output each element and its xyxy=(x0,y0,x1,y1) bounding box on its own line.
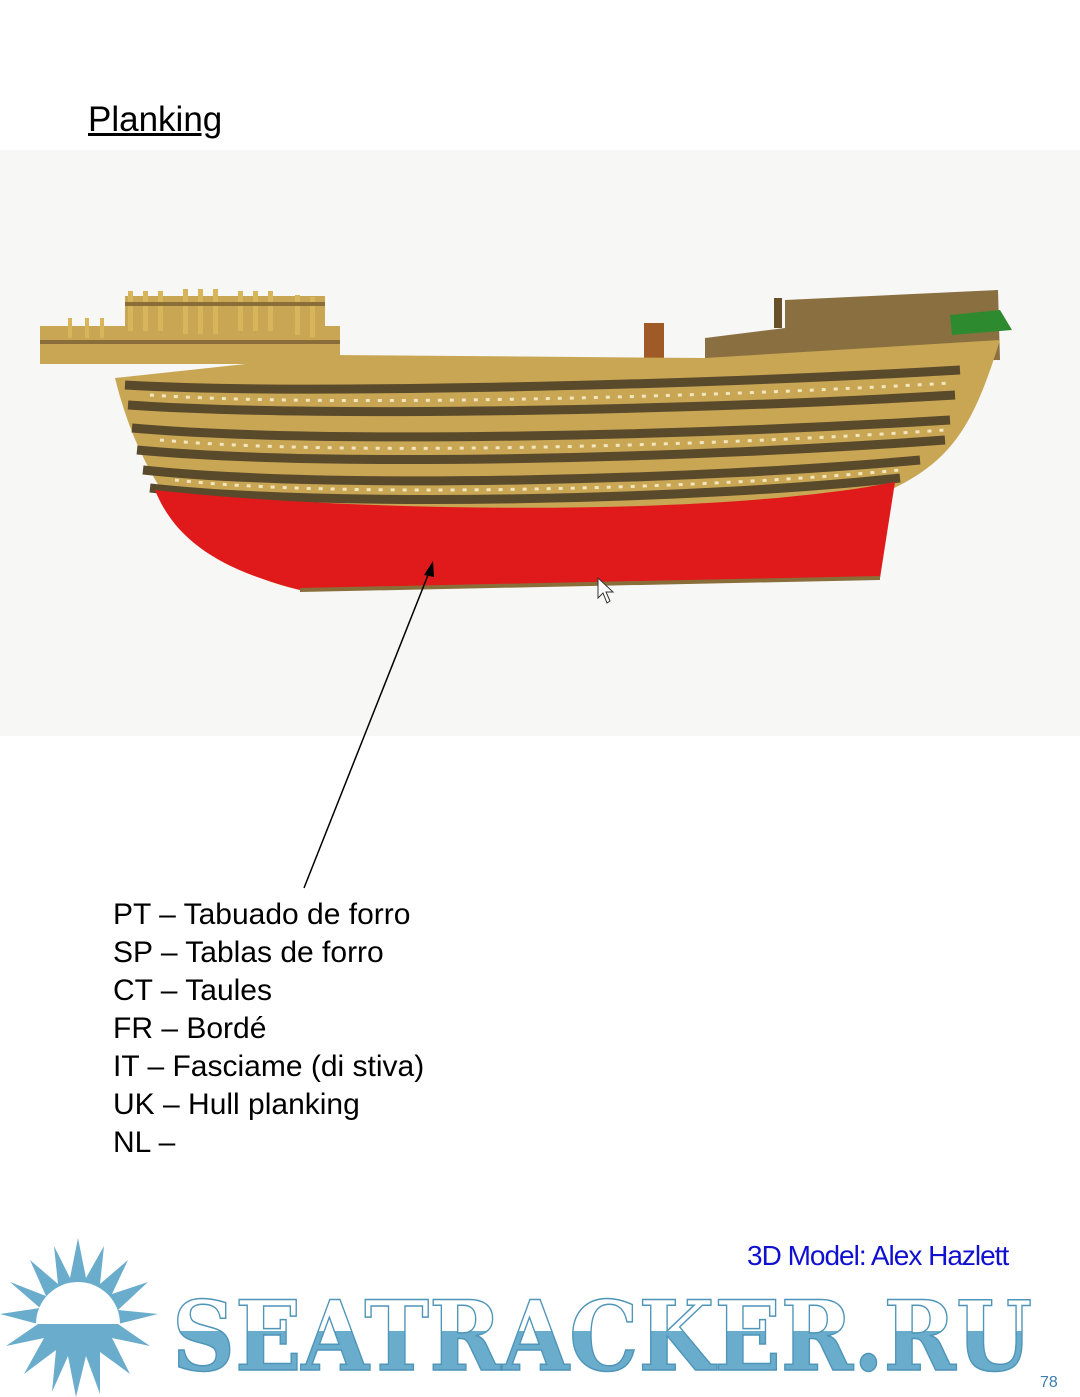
term-fr: FR – Bordé xyxy=(113,1012,267,1045)
model-credit: 3D Model: Alex Hazlett xyxy=(747,1240,1009,1271)
sun-logo-icon xyxy=(0,1238,158,1397)
capstan xyxy=(644,323,664,363)
page-title: Planking xyxy=(88,100,223,139)
pointer-arrow xyxy=(303,569,431,889)
quarterdeck-structure xyxy=(644,290,1012,363)
mouse-cursor-icon xyxy=(597,576,615,604)
seatracker-watermark: SEATRACKER.RU xyxy=(0,1238,1033,1397)
translation-list: PT – Tabuado de forro SP – Tablas de for… xyxy=(113,896,424,1162)
watermark-text: SEATRACKER.RU xyxy=(172,1280,1032,1393)
term-uk: UK – Hull planking xyxy=(113,1088,360,1121)
green-stern-gallery xyxy=(950,310,1012,335)
term-pt: PT – Tabuado de forro xyxy=(113,898,411,931)
term-nl: NL – xyxy=(113,1126,176,1159)
gunport-row xyxy=(149,381,951,492)
arrowhead-icon xyxy=(424,561,434,577)
term-ct: CT – Taules xyxy=(113,974,272,1007)
term-it: IT – Fasciame (di stiva) xyxy=(113,1050,425,1083)
forecastle-railing xyxy=(40,289,340,364)
page-number: 78 xyxy=(1040,1374,1058,1391)
wale-planks xyxy=(124,365,961,504)
hull-red-planking xyxy=(155,482,895,590)
term-sp: SP – Tablas de forro xyxy=(113,936,384,969)
